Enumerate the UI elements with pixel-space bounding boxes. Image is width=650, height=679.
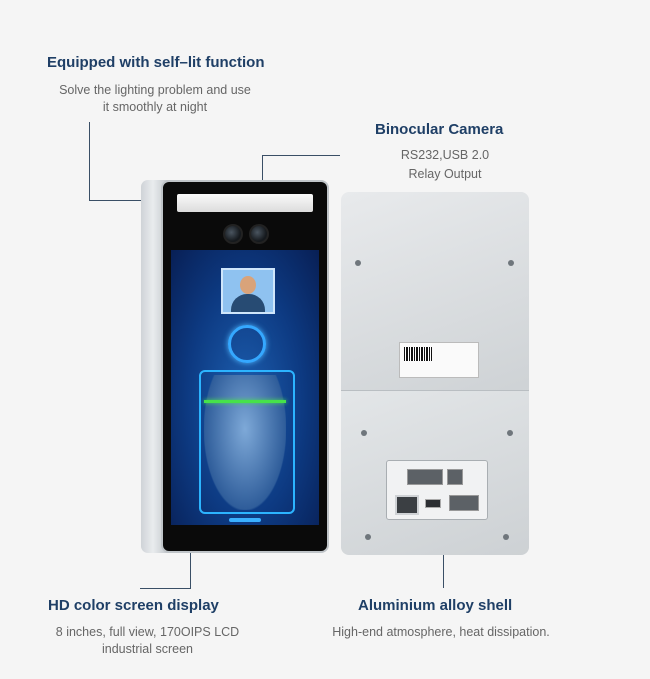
face-scan-icon xyxy=(204,375,286,510)
hd-screen-description: 8 inches, full view, 170OIPS LCD industr… xyxy=(25,624,270,658)
recognition-ring-icon xyxy=(228,325,266,363)
usb-port-icon xyxy=(425,499,441,508)
product-label-sticker xyxy=(399,342,479,378)
screw-icon xyxy=(365,534,371,540)
binocular-camera-title: Binocular Camera xyxy=(375,121,504,138)
fill-light-bar xyxy=(177,194,313,212)
self-lit-desc-line1: Solve the lighting problem and use xyxy=(59,83,251,97)
device-front xyxy=(161,180,329,553)
screw-icon xyxy=(503,534,509,540)
device-screen xyxy=(171,250,319,525)
status-indicator xyxy=(229,518,261,522)
screw-icon xyxy=(508,260,514,266)
aluminium-shell-title: Aluminium alloy shell xyxy=(358,597,513,614)
aluminium-shell-description: High-end atmosphere, heat dissipation. xyxy=(332,625,550,639)
camera-lens-right xyxy=(249,224,269,244)
self-lit-desc-line2: it smoothly at night xyxy=(102,100,208,114)
hd-screen-desc-line2: industrial screen xyxy=(101,642,193,656)
screw-icon xyxy=(507,430,513,436)
shell-leader-vertical xyxy=(443,548,444,588)
hd-screen-desc-line1: 8 inches, full view, 170OIPS LCD xyxy=(55,625,240,639)
barcode-icon xyxy=(404,347,432,361)
screen-leader-vertical xyxy=(190,548,191,588)
camera-lens-left xyxy=(223,224,243,244)
self-lit-title: Equipped with self–lit function xyxy=(47,54,265,71)
screen-leader-horizontal xyxy=(140,588,191,589)
self-lit-leader-horizontal xyxy=(89,200,175,201)
user-photo-icon xyxy=(221,268,275,314)
self-lit-leader-vertical xyxy=(89,122,90,201)
ethernet-port-icon xyxy=(395,495,419,515)
self-lit-description: Solve the lighting problem and use it sm… xyxy=(30,82,280,116)
terminal-block xyxy=(407,469,443,485)
binocular-desc-line2: Relay Output xyxy=(408,167,482,181)
terminal-block xyxy=(449,495,479,511)
camera-leader-horizontal xyxy=(262,155,340,156)
hd-screen-title: HD color screen display xyxy=(48,597,219,614)
screw-icon xyxy=(355,260,361,266)
scan-line xyxy=(204,400,286,403)
binocular-camera-description: RS232,USB 2.0 Relay Output xyxy=(360,147,530,183)
binocular-desc-line1: RS232,USB 2.0 xyxy=(400,148,490,162)
face-detection-frame xyxy=(199,370,295,514)
terminal-block xyxy=(447,469,463,485)
screw-icon xyxy=(361,430,367,436)
device-back xyxy=(341,192,529,555)
connector-panel xyxy=(386,460,488,520)
